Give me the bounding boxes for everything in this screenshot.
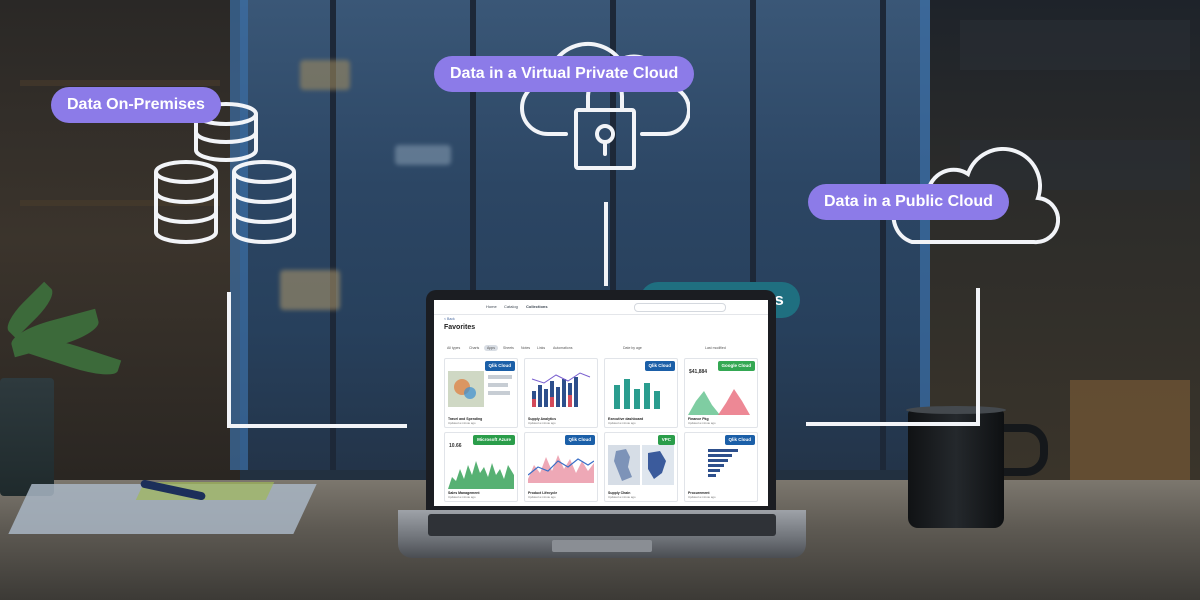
source-badge: Microsoft Azure — [473, 435, 515, 445]
shelf — [20, 200, 220, 206]
card-subtitle: Updated a minute ago — [688, 421, 716, 425]
dashboard-card[interactable]: Google Cloud $41,884 Finance Pkg Updated… — [684, 358, 758, 428]
map-thumbnail — [448, 371, 512, 407]
dashboard-card[interactable]: Supply Analytics Updated a minute ago — [524, 358, 598, 428]
line-chart-thumbnail — [528, 455, 594, 483]
bar-chart-thumbnail — [531, 372, 591, 407]
label-data-on-premises: Data On-Premises — [51, 87, 221, 123]
background-right-wall — [930, 0, 1200, 480]
dashboard-display: Home Catalog Collections < Back Favorite… — [434, 300, 768, 506]
sort-select[interactable]: Date by age — [623, 346, 642, 350]
kpi-value: 10.66 — [449, 443, 462, 449]
window-light — [300, 60, 350, 90]
card-title: Supply Analytics — [528, 417, 557, 421]
window-mullion — [880, 0, 886, 470]
label-data-public-cloud: Data in a Public Cloud — [808, 184, 1009, 220]
dashboard-topbar: Home Catalog Collections — [434, 300, 768, 315]
bar-list-thumbnail — [708, 449, 738, 477]
cloud-lock-icon — [520, 41, 690, 170]
plant-pot — [0, 378, 54, 496]
back-link[interactable]: < Back — [444, 317, 455, 321]
source-badge: VPC — [657, 435, 675, 445]
connector-line-right-vertical — [976, 288, 980, 426]
card-subtitle: Updated a minute ago — [448, 421, 476, 425]
area-chart-thumbnail — [448, 461, 514, 489]
card-subtitle: Updated a minute ago — [448, 495, 476, 499]
modified-select[interactable]: Last modified — [705, 346, 726, 350]
window-mullion — [750, 0, 756, 470]
window-mullion — [610, 0, 616, 470]
laptop-base — [398, 510, 806, 558]
source-badge: Qlik Cloud — [724, 435, 755, 445]
nav-tab-home[interactable]: Home — [486, 304, 497, 309]
connector-line-left-horizontal — [227, 424, 407, 428]
dashboard-card[interactable]: VPC Supply Chain Updated a minute ago — [604, 432, 678, 502]
nav-tab-collections[interactable]: Collections — [526, 304, 548, 309]
filter-notes[interactable]: Notes — [521, 346, 531, 350]
card-subtitle: Updated a minute ago — [608, 495, 636, 499]
source-badge: Qlik Cloud — [484, 361, 515, 371]
card-title: Supply Chain — [608, 491, 631, 495]
column-chart-thumbnail — [614, 379, 660, 409]
window-mullion — [330, 0, 336, 470]
card-title: Finance Pkg — [688, 417, 709, 421]
mug — [908, 410, 1004, 528]
laptop-keyboard — [428, 514, 776, 536]
dashboard-card[interactable]: Qlik Cloud Product Lifecycle Updated a m… — [524, 432, 598, 502]
window-light — [280, 270, 340, 310]
dashboard-card[interactable]: Microsoft Azure 10.66 Sales Management U… — [444, 432, 518, 502]
card-subtitle: Updated a minute ago — [528, 495, 556, 499]
source-badge: Google Cloud — [717, 361, 755, 371]
laptop-trackpad — [552, 540, 652, 552]
filter-row: All types Charts Apps Sheets Notes Links… — [444, 345, 764, 353]
connector-line-left-vertical — [227, 292, 231, 428]
laptop-screen: Home Catalog Collections < Back Favorite… — [426, 290, 776, 512]
filter-automations[interactable]: Automations — [553, 346, 573, 350]
card-title: Product Lifecycle — [528, 491, 558, 495]
mug-rim — [906, 406, 1006, 414]
kpi-value: $41,884 — [689, 369, 708, 375]
mug-handle — [996, 424, 1048, 476]
card-subtitle: Updated a minute ago — [608, 421, 636, 425]
label-data-virtual-private-cloud: Data in a Virtual Private Cloud — [434, 56, 695, 92]
dashboard-card[interactable]: Qlik Cloud Executive dashboard Updated a… — [604, 358, 678, 428]
shelf — [20, 80, 220, 86]
source-badge: Qlik Cloud — [564, 435, 595, 445]
connector-line-center-vertical — [604, 202, 608, 286]
page-title: Favorites — [444, 324, 476, 331]
connector-line-right-horizontal — [806, 422, 980, 426]
card-title: Travel and Spending — [448, 417, 483, 421]
card-subtitle: Updated a minute ago — [688, 495, 716, 499]
blue-pillar — [230, 0, 248, 470]
filter-apps[interactable]: Apps — [484, 345, 498, 351]
filter-sheets[interactable]: Sheets — [503, 346, 514, 350]
nav-tab-catalog[interactable]: Catalog — [504, 304, 518, 309]
source-badge: Qlik Cloud — [644, 361, 675, 371]
area-chart-thumbnail — [688, 389, 750, 415]
database-stack-icon — [154, 102, 296, 244]
map-thumbnail — [608, 445, 674, 485]
window-mullion — [470, 0, 476, 470]
chair — [1070, 380, 1190, 480]
filter-all-types[interactable]: All types — [447, 346, 461, 350]
card-title: Sales Management — [448, 491, 480, 495]
filter-links[interactable]: Links — [537, 346, 546, 350]
dashboard-card[interactable]: Qlik Cloud Procurement Updated a minute … — [684, 432, 758, 502]
search-input[interactable] — [634, 303, 726, 312]
card-title: Executive dashboard — [608, 417, 644, 421]
filter-charts[interactable]: Charts — [469, 346, 480, 350]
card-title: Procurement — [688, 491, 710, 495]
card-subtitle: Updated a minute ago — [528, 421, 556, 425]
window-light — [395, 145, 451, 165]
shelf — [960, 20, 1190, 70]
dashboard-card[interactable]: Qlik Cloud Travel and Spending Updated a… — [444, 358, 518, 428]
